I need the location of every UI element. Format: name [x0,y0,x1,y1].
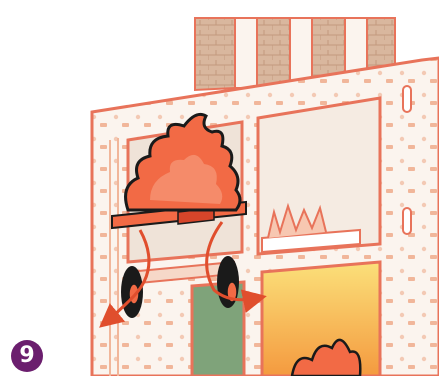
wheel-icon [121,266,143,318]
step-number: 9 [19,345,34,367]
step-number-badge: 9 [11,340,43,372]
